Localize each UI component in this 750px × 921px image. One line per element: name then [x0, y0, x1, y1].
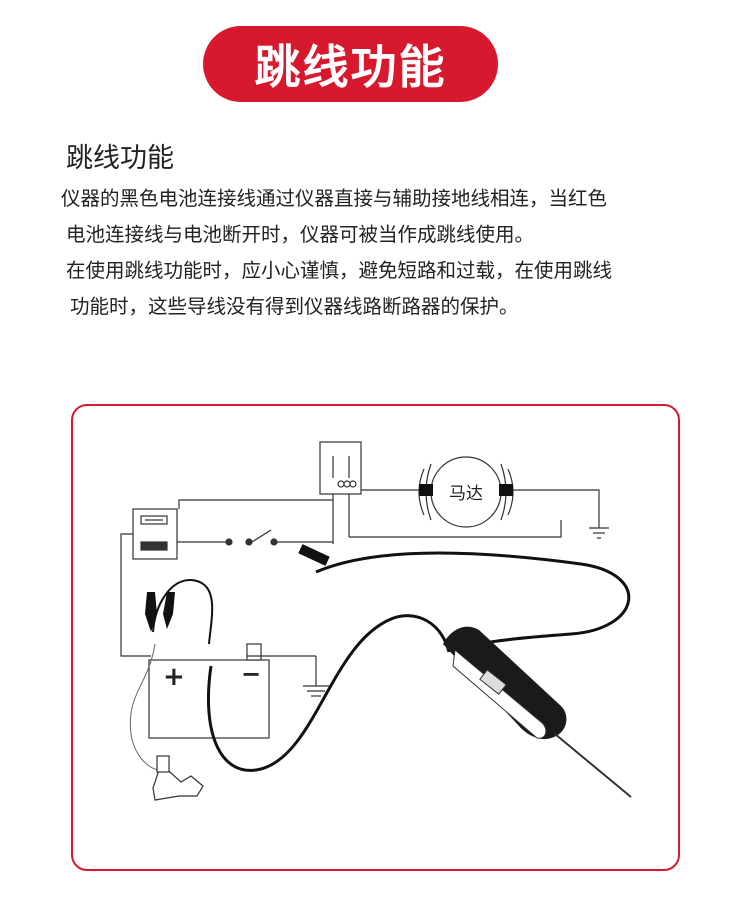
- motor-label: 马达: [449, 484, 483, 504]
- long-cable: [315, 551, 631, 646]
- bottom-clip: [152, 762, 204, 801]
- relay-box: [319, 441, 362, 495]
- paragraph-2-line-2: 功能时，这些导线没有得到仪器线路断路器的保护。: [70, 295, 519, 318]
- battery-minus: −: [241, 660, 261, 688]
- paragraph-2-line-1: 在使用跳线功能时，应小心谨慎，避免短路和过载，在使用跳线: [66, 259, 613, 282]
- top-wire: [178, 499, 333, 509]
- battery-plus: +: [163, 662, 185, 692]
- diagram-frame: [71, 404, 680, 871]
- probe: [443, 626, 632, 798]
- paragraph-1-line-1: 仪器的黑色电池连接线通过仪器直接与辅助接地线相连，当红色: [61, 187, 608, 210]
- paragraph-1-line-2: 电池连接线与电池断开时，仪器可被当作成跳线使用。: [66, 223, 535, 246]
- fuse-box: [132, 508, 178, 560]
- black-cable: [206, 614, 451, 772]
- title-banner: 跳线功能: [203, 26, 498, 102]
- section-title: 跳线功能: [66, 143, 174, 174]
- jumper-diagram: 马达 + −: [120, 441, 632, 801]
- banner-title: 跳线功能: [254, 40, 447, 94]
